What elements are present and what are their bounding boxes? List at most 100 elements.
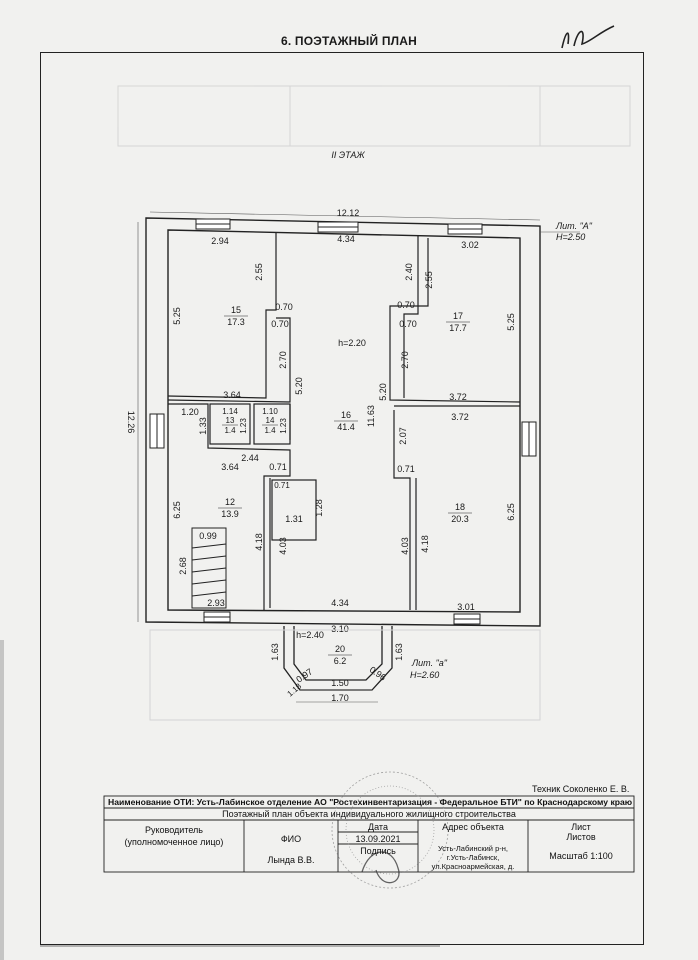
overall-width-dim: 12.12: [337, 208, 360, 218]
dim-r13-w: 1.14: [222, 407, 238, 416]
dim-notch-right-2: 0.70: [399, 319, 417, 329]
signature-mark: [561, 25, 615, 49]
dim-r17-top: 3.02: [461, 240, 479, 250]
fio-label: ФИО: [280, 834, 302, 844]
dim-porch-outer: 1.70: [331, 693, 349, 703]
dim-r18-left2: 4.18: [420, 535, 430, 553]
staircase: [191, 527, 227, 609]
room-13-number: 13: [226, 416, 235, 425]
dim-r12-top: 1.20: [181, 407, 199, 417]
dim-r13-h: 1.23: [239, 418, 248, 434]
room-20-area: 6.2: [334, 656, 347, 666]
dim-r12-base: 2.93: [207, 598, 225, 608]
dim-hall-left: 5.20: [294, 377, 304, 395]
room-15-number: 15: [231, 305, 241, 315]
date-label: Дата: [368, 822, 388, 832]
dim-closet-notch: 0.71: [274, 481, 290, 490]
dim-r15-top: 2.94: [211, 236, 229, 246]
room-20-number: 20: [335, 644, 345, 654]
room-16-number: 16: [341, 410, 351, 420]
height-main-label: H=2.50: [556, 232, 585, 242]
dim-r18-top: 3.72: [451, 412, 469, 422]
dim-r12-gap: 2.44: [241, 453, 259, 463]
dim-r15-bottom: 3.64: [223, 390, 241, 400]
document-name: Поэтажный план объекта индивидуального ж…: [222, 809, 516, 819]
dim-r18-bottom: 3.01: [457, 602, 475, 612]
dim-r17-bottom: 3.72: [449, 392, 467, 402]
dim-porch-top: 3.10: [331, 624, 349, 634]
dim-hall-low-left: 4.03: [278, 537, 288, 555]
interior-walls: [167, 232, 521, 610]
org-name: Наименование ОТИ: Усть-Лабинское отделен…: [108, 797, 632, 807]
bleed-through-table: [117, 85, 631, 147]
dim-notch-left: 0.70: [275, 302, 293, 312]
dim-r17-l2: 2.40: [404, 263, 414, 281]
overall-depth-dim: 12.26: [126, 411, 136, 434]
bleed-through-lines: [149, 629, 541, 721]
dim-notch-right: 0.70: [397, 300, 415, 310]
room-17-area: 17.7: [449, 323, 467, 333]
round-seal-stamp: [331, 771, 449, 889]
room-13-area: 1.4: [224, 426, 236, 435]
porch-height: h=2.40: [296, 630, 324, 640]
dim-closet-w: 1.31: [285, 514, 303, 524]
dim-r17-right: 5.25: [506, 313, 516, 331]
dim-hall-right: 5.20: [378, 383, 388, 401]
page-title: 6. ПОЭТАЖНЫЙ ПЛАН: [280, 34, 418, 48]
hall-height: h=2.20: [338, 338, 366, 348]
dim-porch-left: 1.63: [270, 643, 280, 661]
dim-porch-right: 1.63: [394, 643, 404, 661]
title-block-grid: [103, 795, 635, 873]
dim-r18-notch: 0.71: [397, 464, 415, 474]
dim-r18-left: 2.07: [398, 427, 408, 445]
room-14-area: 1.4: [264, 426, 276, 435]
lit-main-label: Лит. "А": [555, 221, 593, 231]
room-18-area: 20.3: [451, 514, 469, 524]
dim-r15-side: 5.25: [172, 307, 182, 325]
dim-r17-left: 2.55: [424, 271, 434, 289]
dim-porch-front: 1.50: [331, 678, 349, 688]
floor-label: II ЭТАЖ: [331, 150, 365, 160]
dim-hall-top: 4.34: [337, 234, 355, 244]
room-17-number: 17: [453, 311, 463, 321]
room-12-area: 13.9: [221, 509, 239, 519]
address-line-2: г.Усть-Лабинск,: [446, 853, 500, 862]
head-label: Руководитель: [145, 825, 203, 835]
dim-hall-low-right: 4.03: [400, 537, 410, 555]
signature-label: Подпись: [360, 846, 396, 856]
dim-r12-side: 6.25: [172, 501, 182, 519]
dimension-lines: [137, 211, 580, 703]
technician-line: Техник Соколенко Е. В.: [532, 784, 630, 794]
dim-r18-side: 6.25: [506, 503, 516, 521]
dim-closet-h: 1.28: [314, 499, 324, 517]
dim-r14-w: 1.10: [262, 407, 278, 416]
date-value: 13.09.2021: [355, 834, 401, 844]
address-label: Адрес объекта: [442, 822, 504, 832]
dim-stair-w: 0.99: [199, 531, 217, 541]
dim-stair-h: 2.68: [178, 557, 188, 575]
dim-notch-w-left: 2.70: [278, 351, 288, 369]
outer-walls: [145, 217, 541, 627]
dim-r12-right: 4.18: [254, 533, 264, 551]
dim-r14-h: 1.23: [279, 418, 288, 434]
dim-r15-right: 2.55: [254, 263, 264, 281]
room-15-area: 17.3: [227, 317, 245, 327]
dim-r12-top2: 1.33: [198, 417, 208, 435]
dim-hall-mid: 11.63: [366, 405, 376, 427]
room-14-number: 14: [266, 416, 275, 425]
room-16-area: 41.4: [337, 422, 355, 432]
dim-r12-bottom: 3.64: [221, 462, 239, 472]
height-small-label: H=2.60: [410, 670, 439, 680]
dim-notch-left-2: 0.70: [271, 319, 289, 329]
head-sub-label: (уполномоченное лицо): [124, 837, 224, 847]
dim-porch-diag-right: 0.96: [368, 664, 388, 682]
sheet-label: Лист: [571, 822, 591, 832]
room-12-number: 12: [225, 497, 235, 507]
dim-r12-notch: 0.71: [269, 462, 287, 472]
window-marks: [149, 218, 537, 625]
fio-value: Лында В.В.: [267, 855, 315, 865]
scan-edge: [0, 640, 4, 960]
dim-notch-w-right: 2.70: [400, 351, 410, 369]
scale-label: Масштаб 1:100: [549, 851, 613, 861]
